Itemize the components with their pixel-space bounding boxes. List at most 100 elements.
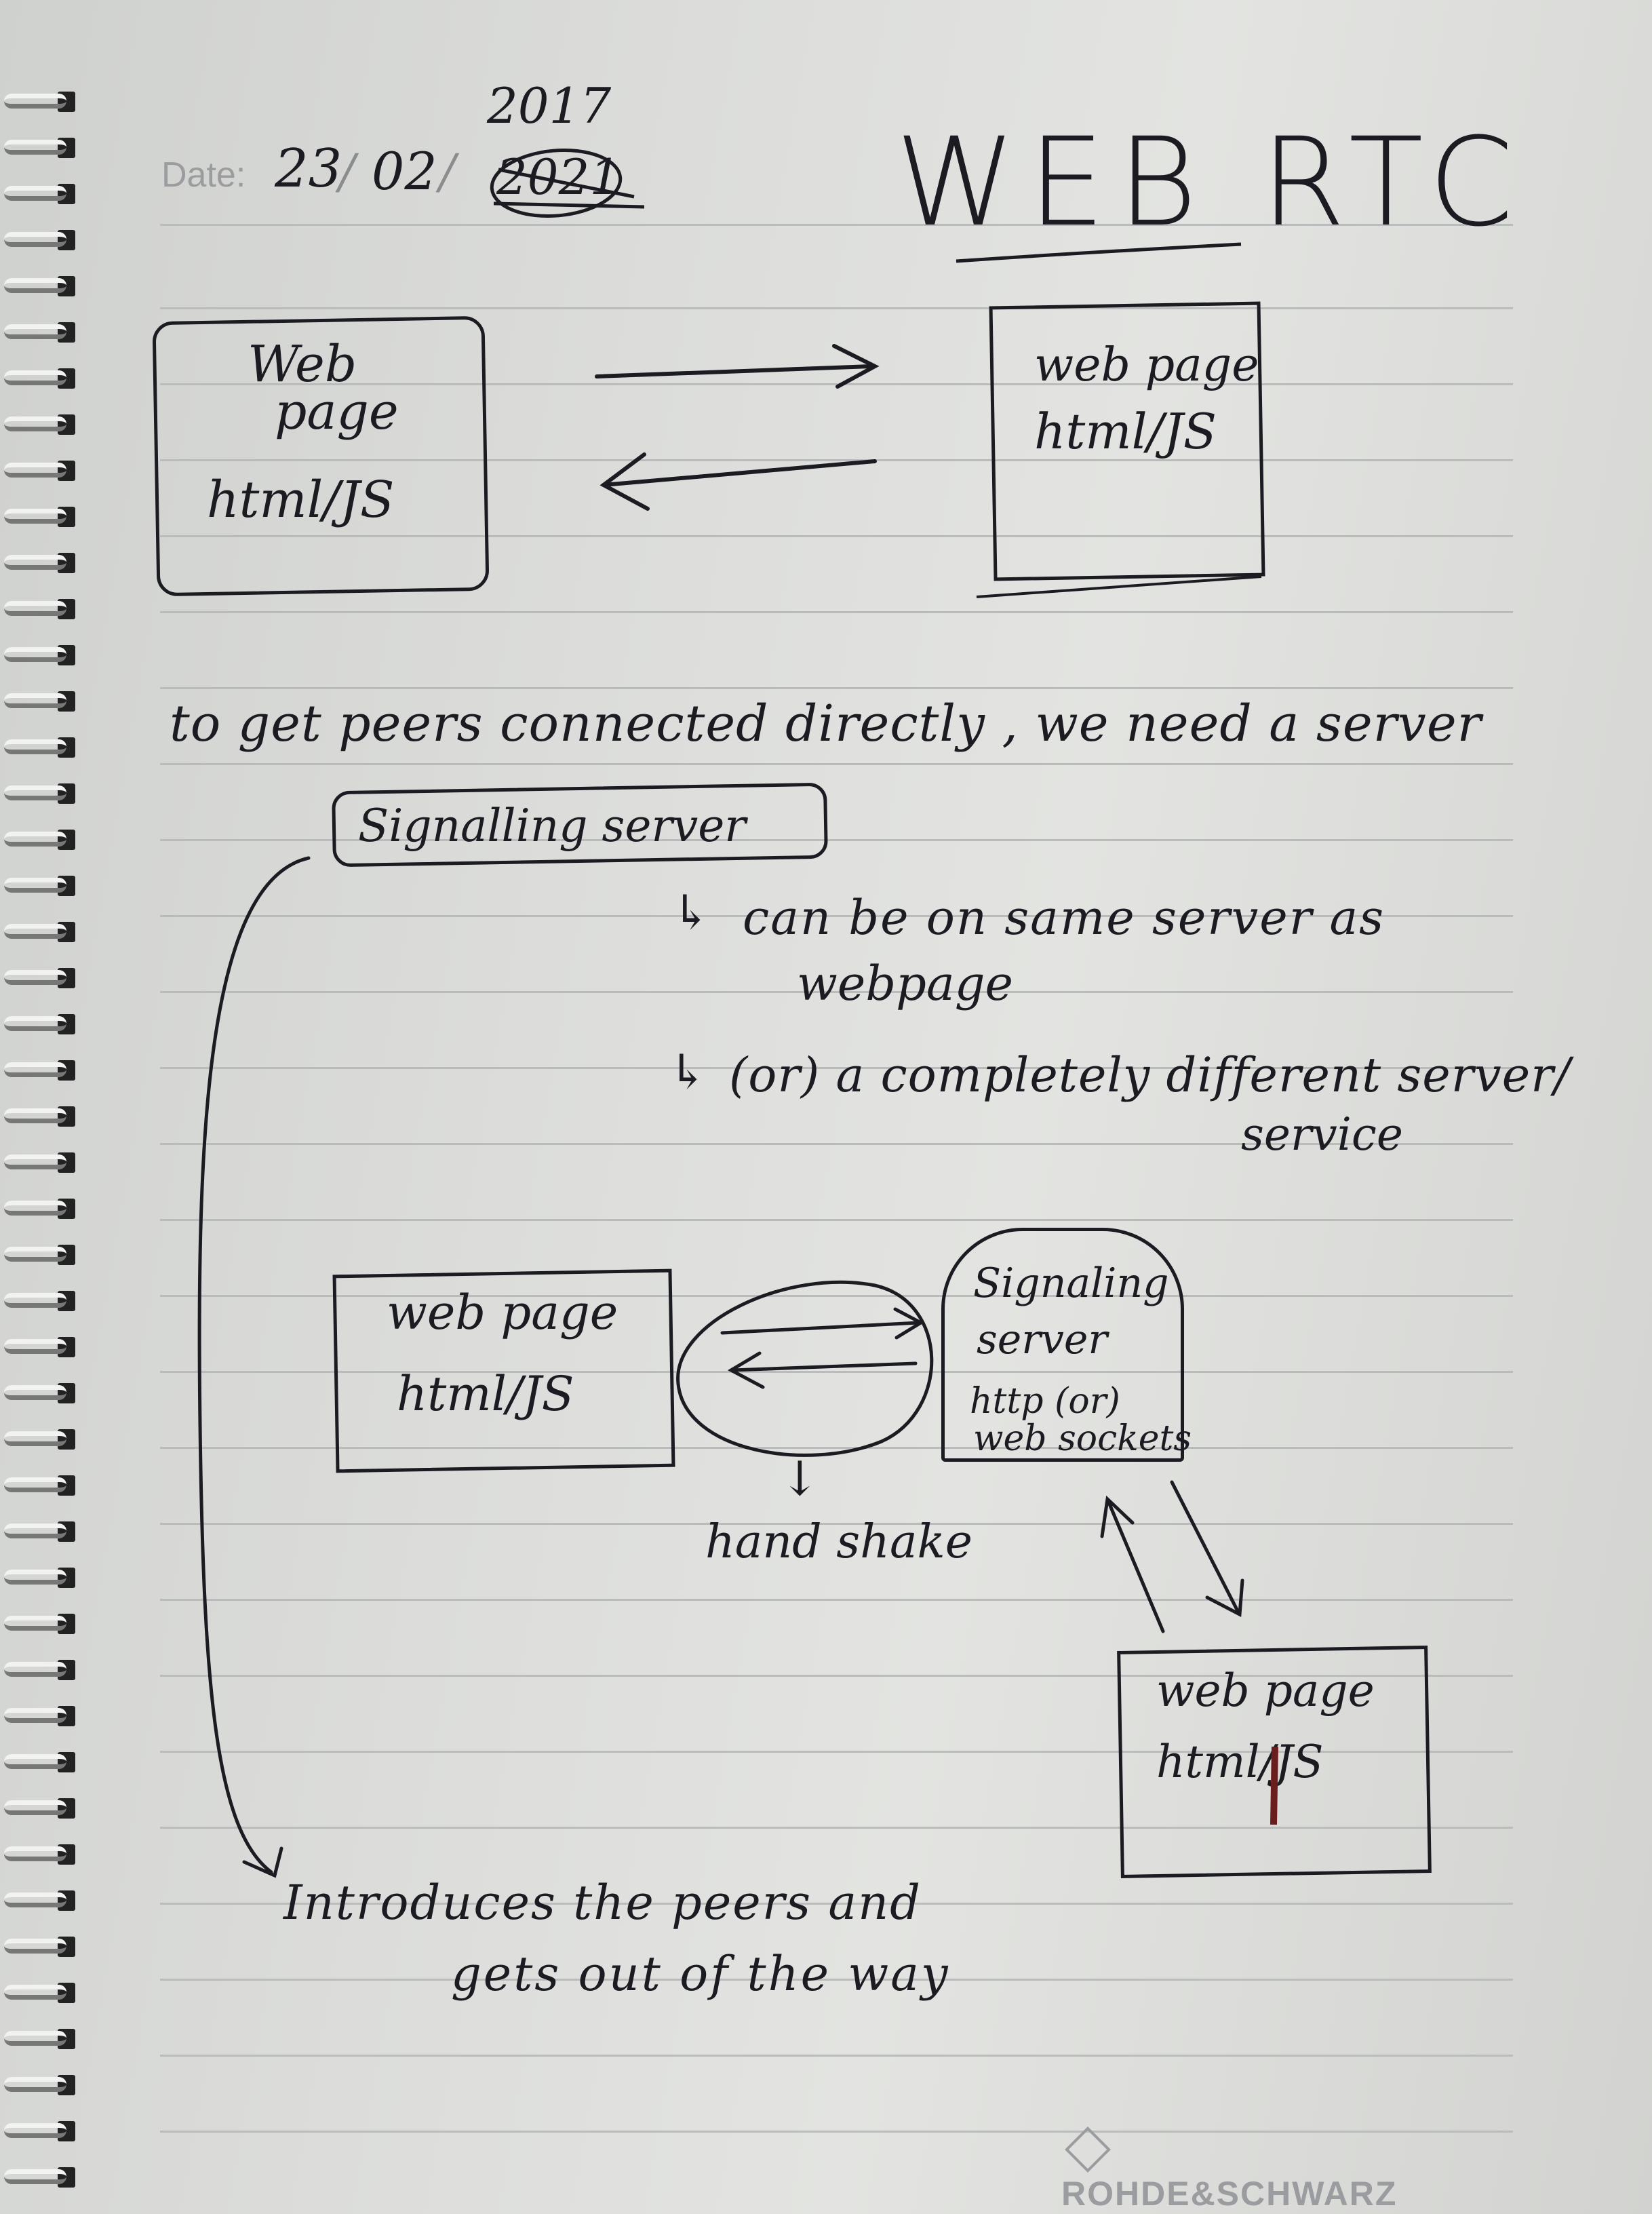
spiral-coil xyxy=(0,1426,81,1453)
coil-wire xyxy=(4,601,66,616)
spiral-coil xyxy=(0,1149,81,1176)
ruled-line xyxy=(160,459,1513,461)
page-title: WEB RTC xyxy=(895,112,1526,254)
ruled-line xyxy=(160,383,1513,385)
top-arrows xyxy=(595,344,880,511)
coil-wire xyxy=(4,1201,66,1216)
coil-wire xyxy=(4,1477,66,1492)
ruled-line xyxy=(160,1599,1513,1601)
box-label: server xyxy=(977,1316,1108,1363)
footer-note-line1: Introduces the peers and xyxy=(283,1875,922,1930)
ruled-line xyxy=(160,763,1513,765)
ruled-line xyxy=(160,687,1513,689)
arrow-glyph: ↳ xyxy=(668,1044,708,1100)
date-separator: / xyxy=(339,144,355,199)
handshake-arrow: ↓ xyxy=(780,1451,820,1507)
spiral-coil xyxy=(0,1241,81,1268)
spiral-coil xyxy=(0,2118,81,2145)
spiral-coil xyxy=(0,88,81,115)
box-label: html/JS xyxy=(1156,1736,1324,1788)
ruled-line xyxy=(160,1447,1513,1449)
coil-wire xyxy=(4,1154,66,1169)
coil-wire xyxy=(4,1846,66,1861)
signaling-server-node xyxy=(941,1228,1184,1462)
coil-wire xyxy=(4,1523,66,1538)
spiral-coil xyxy=(0,642,81,669)
ruled-line xyxy=(160,1827,1513,1829)
option2-cont: service xyxy=(1241,1108,1403,1161)
ruled-line xyxy=(160,1979,1513,1981)
spiral-coil xyxy=(0,1011,81,1038)
spiral-coil xyxy=(0,365,81,392)
ruled-line xyxy=(160,1295,1513,1297)
spiral-coil xyxy=(0,2025,81,2053)
spiral-coil xyxy=(0,1933,81,1960)
spiral-coil xyxy=(0,918,81,946)
coil-wire xyxy=(4,1339,66,1354)
box-label: http (or) xyxy=(970,1381,1120,1422)
ruled-line xyxy=(160,224,1513,226)
coil-wire xyxy=(4,1800,66,1815)
coil-wire xyxy=(4,1016,66,1031)
brand-logo-text: ROHDE&SCHWARZ xyxy=(1061,2175,1398,2213)
box-label: web page xyxy=(387,1285,618,1340)
coil-wire xyxy=(4,878,66,893)
ruled-line xyxy=(160,839,1513,841)
box-label: web page xyxy=(1156,1665,1375,1717)
coil-wire xyxy=(4,509,66,524)
coil-wire xyxy=(4,2031,66,2046)
coil-wire xyxy=(4,186,66,201)
coil-wire xyxy=(4,1616,66,1631)
date-month: 02 xyxy=(372,141,437,201)
spiral-coil xyxy=(0,1979,81,2006)
box-label: Web xyxy=(248,335,357,393)
ruled-line xyxy=(160,1371,1513,1373)
coil-wire xyxy=(4,1708,66,1723)
coil-wire xyxy=(4,416,66,431)
coil-wire xyxy=(4,1108,66,1123)
date-year: 2017 xyxy=(487,77,612,134)
coil-wire xyxy=(4,1570,66,1585)
spiral-coil xyxy=(0,780,81,807)
strike-through-mark xyxy=(490,148,645,218)
coil-wire xyxy=(4,970,66,985)
ruled-line xyxy=(160,1067,1513,1069)
box-label: web sockets xyxy=(973,1418,1192,1459)
spiral-coil xyxy=(0,2164,81,2191)
box-label: web page xyxy=(1034,338,1259,392)
spiral-coil xyxy=(0,1795,81,1822)
spiral-coil xyxy=(0,596,81,623)
spiral-coil xyxy=(0,319,81,346)
coil-wire xyxy=(4,278,66,293)
server-peer-arrows xyxy=(1100,1480,1244,1633)
ruled-line xyxy=(160,307,1513,309)
long-curved-arrow xyxy=(197,856,311,1878)
ruled-line xyxy=(160,611,1513,613)
spiral-coil xyxy=(0,1380,81,1407)
coil-wire xyxy=(4,370,66,385)
spiral-coil xyxy=(0,1703,81,1730)
coil-wire xyxy=(4,1892,66,1907)
box-label: page xyxy=(275,383,399,441)
spiral-coil xyxy=(0,1610,81,1637)
spiral-coil xyxy=(0,1103,81,1130)
coil-wire xyxy=(4,463,66,478)
coil-wire xyxy=(4,1062,66,1077)
option1-note: can be on same server as xyxy=(743,890,1385,946)
spiral-coil xyxy=(0,549,81,577)
spiral-coil xyxy=(0,1841,81,1868)
handshake-arrows xyxy=(676,1280,934,1457)
ruled-line xyxy=(160,1751,1513,1753)
coil-wire xyxy=(4,693,66,708)
box-label: html/JS xyxy=(1034,403,1217,460)
coil-wire xyxy=(4,924,66,939)
coil-wire xyxy=(4,1939,66,1954)
coil-wire xyxy=(4,832,66,847)
box-label: html/JS xyxy=(397,1366,574,1422)
coil-wire xyxy=(4,2169,66,2184)
date-day: 23 xyxy=(275,138,342,199)
spiral-coil xyxy=(0,1749,81,1776)
coil-wire xyxy=(4,140,66,155)
ruled-line xyxy=(160,1523,1513,1525)
spiral-coil xyxy=(0,734,81,761)
